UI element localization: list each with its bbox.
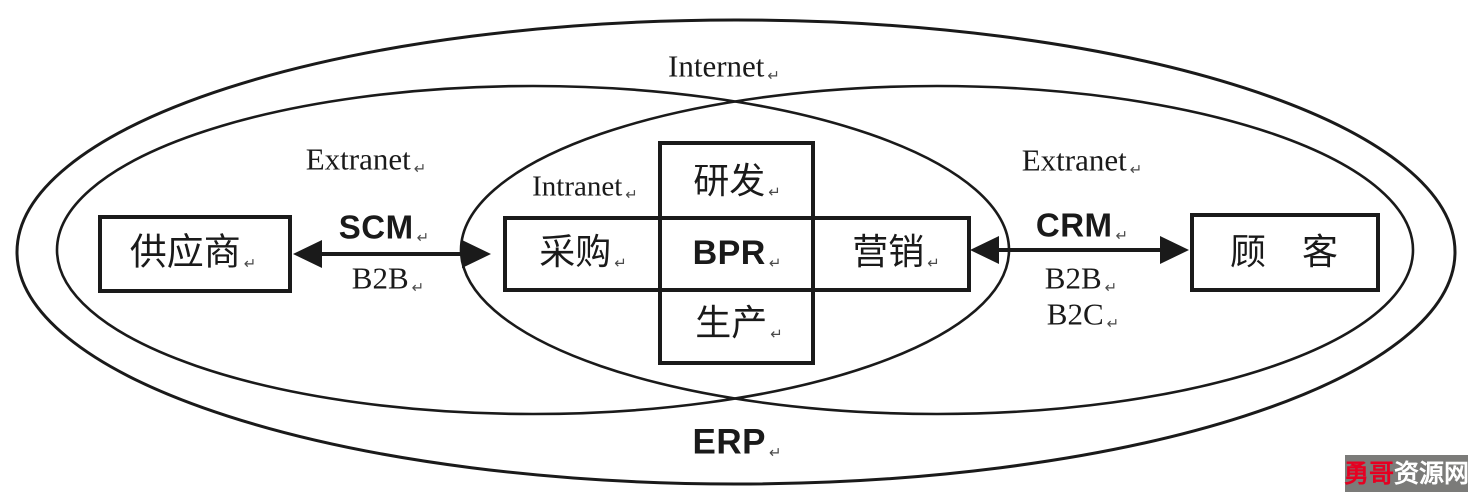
return-mark-icon: ↵	[411, 278, 425, 297]
marketing-label-text: 营销	[852, 232, 925, 272]
supplier-box	[98, 215, 292, 293]
crm-arrow	[970, 236, 1189, 264]
watermark-suffix-text: 资源网	[1394, 459, 1470, 488]
return-mark-icon: ↵	[767, 66, 780, 85]
internet-ellipse	[15, 18, 1457, 486]
return-mark-icon: ↵	[770, 325, 783, 343]
erp-label-text: ERP	[692, 422, 766, 462]
return-mark-icon: ↵	[625, 185, 638, 204]
process-column-box	[658, 141, 815, 365]
extranet-left-label: Extranet↵	[305, 141, 427, 178]
return-mark-icon: ↵	[614, 254, 627, 272]
return-mark-icon: ↵	[1129, 160, 1143, 179]
bpr-label: BPR↵	[692, 234, 782, 272]
process-row-box	[503, 216, 971, 292]
return-mark-icon: ↵	[243, 254, 257, 273]
return-mark-icon: ↵	[768, 254, 782, 272]
intranet-label-text: Intranet	[532, 170, 623, 203]
extranet-right-label-text: Extranet	[1021, 142, 1127, 178]
crm-arrowhead-left	[970, 236, 999, 264]
watermark-brand-text: 勇哥	[1343, 459, 1394, 488]
supplier-label-text: 供应商	[129, 232, 241, 274]
extranet-right-ellipse	[459, 84, 1415, 416]
crm-b2c-label-text: B2C	[1046, 296, 1104, 332]
return-mark-icon: ↵	[768, 443, 782, 462]
scm-b2b-label: B2B↵	[351, 260, 425, 297]
scm-arrowhead-left	[293, 240, 322, 268]
return-mark-icon: ↵	[413, 159, 427, 178]
procurement-label: 采购↵	[539, 232, 627, 272]
return-mark-icon: ↵	[927, 254, 940, 272]
customer-label-text: 顾 客	[1229, 232, 1339, 272]
scm-label-text: SCM	[338, 208, 414, 246]
production-label-text: 生产	[695, 303, 768, 343]
return-mark-icon: ↵	[1115, 226, 1129, 245]
crm-b2b-label-text: B2B	[1044, 260, 1102, 296]
watermark-badge: 勇哥资源网	[1343, 455, 1470, 492]
internet-label-text: Internet	[668, 48, 765, 84]
crm-b2b-label: B2B↵	[1044, 260, 1118, 297]
rnd-label-text: 研发	[693, 161, 766, 201]
return-mark-icon: ↵	[1104, 278, 1118, 297]
return-mark-icon: ↵	[768, 183, 781, 201]
rnd-label: 研发↵	[693, 161, 781, 201]
marketing-label: 营销↵	[852, 232, 940, 272]
production-label: 生产↵	[695, 303, 783, 343]
crm-label-text: CRM	[1035, 206, 1113, 244]
scm-arrow	[293, 240, 491, 268]
scm-arrowhead-right	[462, 240, 491, 268]
bpr-label-text: BPR	[692, 234, 766, 272]
intranet-label: Intranet↵	[532, 170, 638, 204]
crm-b2c-label: B2C↵	[1046, 296, 1120, 333]
crm-label: CRM↵	[1035, 206, 1129, 245]
extranet-right-label: Extranet↵	[1021, 142, 1143, 179]
supplier-label: 供应商↵	[130, 235, 257, 272]
scm-label: SCM↵	[338, 208, 430, 247]
erp-label: ERP↵	[692, 422, 782, 462]
customer-label: 顾 客	[1230, 234, 1338, 270]
procurement-label-text: 采购	[539, 232, 612, 272]
internet-label: Internet↵	[668, 48, 780, 85]
crm-arrowhead-right	[1160, 236, 1189, 264]
return-mark-icon: ↵	[416, 228, 430, 247]
extranet-left-label-text: Extranet	[305, 141, 411, 177]
scm-b2b-label-text: B2B	[351, 260, 409, 296]
return-mark-icon: ↵	[1106, 314, 1120, 333]
customer-box	[1190, 213, 1380, 292]
